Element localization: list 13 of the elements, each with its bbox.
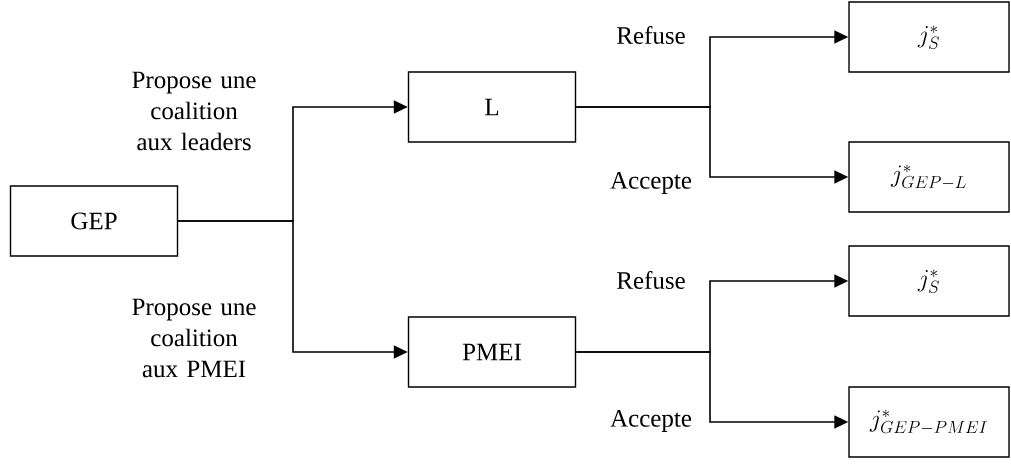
edge-label: Refuse — [617, 26, 685, 44]
actor-box: GEP — [9, 185, 179, 257]
edge-label: Accepte — [610, 410, 692, 432]
actor-box: PMEI — [407, 316, 577, 388]
result-box: $j_S^*$ — [848, 245, 1010, 317]
edge-label: Propose une coalition aux leaders — [132, 71, 256, 151]
result-box: $j^*_{GEP-L}$ — [848, 141, 1010, 213]
result-box: $j^*_{GEP-PMEI}$ — [848, 386, 1010, 458]
edge-label: Propose une coalition aux PMEI — [132, 298, 256, 378]
edge-label: Refuse — [617, 271, 685, 289]
actor-box: L — [407, 71, 577, 143]
edge-label: Accepte — [610, 172, 692, 194]
result-box: $j_S^*$ — [848, 1, 1010, 73]
